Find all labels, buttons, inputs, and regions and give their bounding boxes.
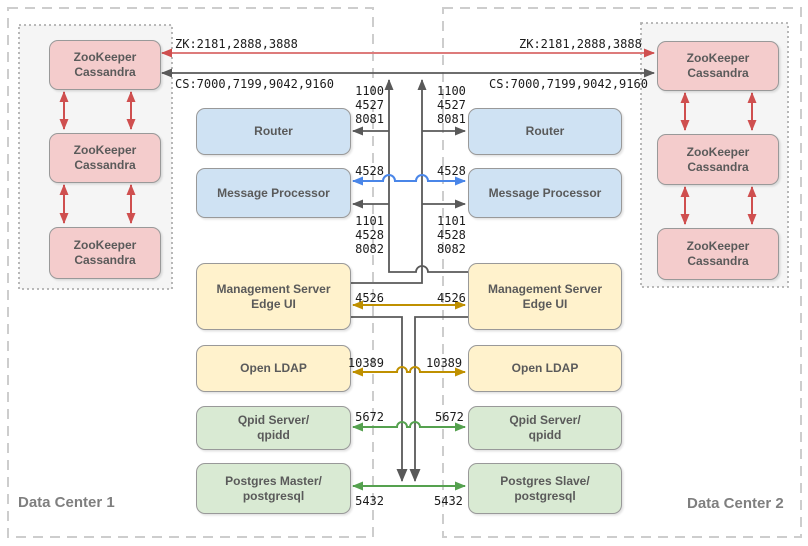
mgmt-downlink-trunks — [350, 316, 468, 482]
mp-ports-label-right: 1101 4528 8082 — [437, 214, 466, 256]
message-processor-node-right: Message Processor — [468, 168, 622, 218]
router-node-right: Router — [468, 108, 622, 155]
qpid-port-label-left: 5672 — [355, 410, 384, 424]
zk-cluster-links-right — [680, 92, 757, 225]
zk-ports-label-left: ZK:2181,2888,3888 — [175, 37, 298, 51]
router-node-left: Router — [196, 108, 351, 155]
postgres-slave-node: Postgres Slave/ postgresql — [468, 463, 622, 514]
mp-sync-link — [352, 174, 466, 186]
zk-cassandra-node: ZooKeeper Cassandra — [657, 228, 779, 280]
mp-ports-label-left: 1101 4528 8082 — [355, 214, 384, 256]
ldap-port-label-right: 10389 — [426, 356, 463, 370]
open-ldap-node-right: Open LDAP — [468, 345, 622, 392]
postgres-port-label-right: 5432 — [434, 494, 463, 508]
router-ports-label-left: 1100 4527 8081 — [355, 84, 384, 126]
zk-cassandra-node: ZooKeeper Cassandra — [49, 227, 161, 279]
open-ldap-node-left: Open LDAP — [196, 345, 351, 392]
router-ports-label-right: 1100 4527 8081 — [437, 84, 466, 126]
dc1-region-border — [7, 7, 374, 538]
dc1-caption: Data Center 1 — [18, 494, 115, 511]
ldap-port-label-left: 10389 — [347, 356, 384, 370]
mgmt-uplink-trunks — [350, 79, 468, 284]
ldap-link — [352, 366, 466, 377]
dc2-region-border — [442, 7, 802, 538]
qpid-node-left: Qpid Server/ qpidd — [196, 406, 351, 450]
qpid-node-right: Qpid Server/ qpidd — [468, 406, 622, 450]
postgres-port-label-left: 5432 — [355, 494, 384, 508]
mgmt-port-label-left: 4526 — [355, 291, 384, 305]
management-server-node-right: Management Server Edge UI — [468, 263, 622, 330]
message-processor-node-left: Message Processor — [196, 168, 351, 218]
qpid-link — [352, 421, 466, 432]
cs-ports-label-left: CS:7000,7199,9042,9160 — [175, 77, 334, 91]
management-server-node-left: Management Server Edge UI — [196, 263, 351, 330]
zk-cassandra-node: ZooKeeper Cassandra — [657, 41, 779, 91]
mp-sync-port-label-right: 4528 — [437, 164, 466, 178]
cs-ports-label-right: CS:7000,7199,9042,9160 — [489, 77, 648, 91]
qpid-port-label-right: 5672 — [435, 410, 464, 424]
dc2-caption: Data Center 2 — [687, 495, 784, 512]
mp-sync-port-label-left: 4528 — [355, 164, 384, 178]
zk-cassandra-node: ZooKeeper Cassandra — [657, 134, 779, 185]
zk-ports-label-right: ZK:2181,2888,3888 — [519, 37, 642, 51]
postgres-master-node: Postgres Master/ postgresql — [196, 463, 351, 514]
mgmt-port-label-right: 4526 — [437, 291, 466, 305]
zk-cassandra-node: ZooKeeper Cassandra — [49, 40, 161, 90]
zk-cassandra-node: ZooKeeper Cassandra — [49, 133, 161, 183]
zk-cluster-links-left — [59, 91, 136, 224]
